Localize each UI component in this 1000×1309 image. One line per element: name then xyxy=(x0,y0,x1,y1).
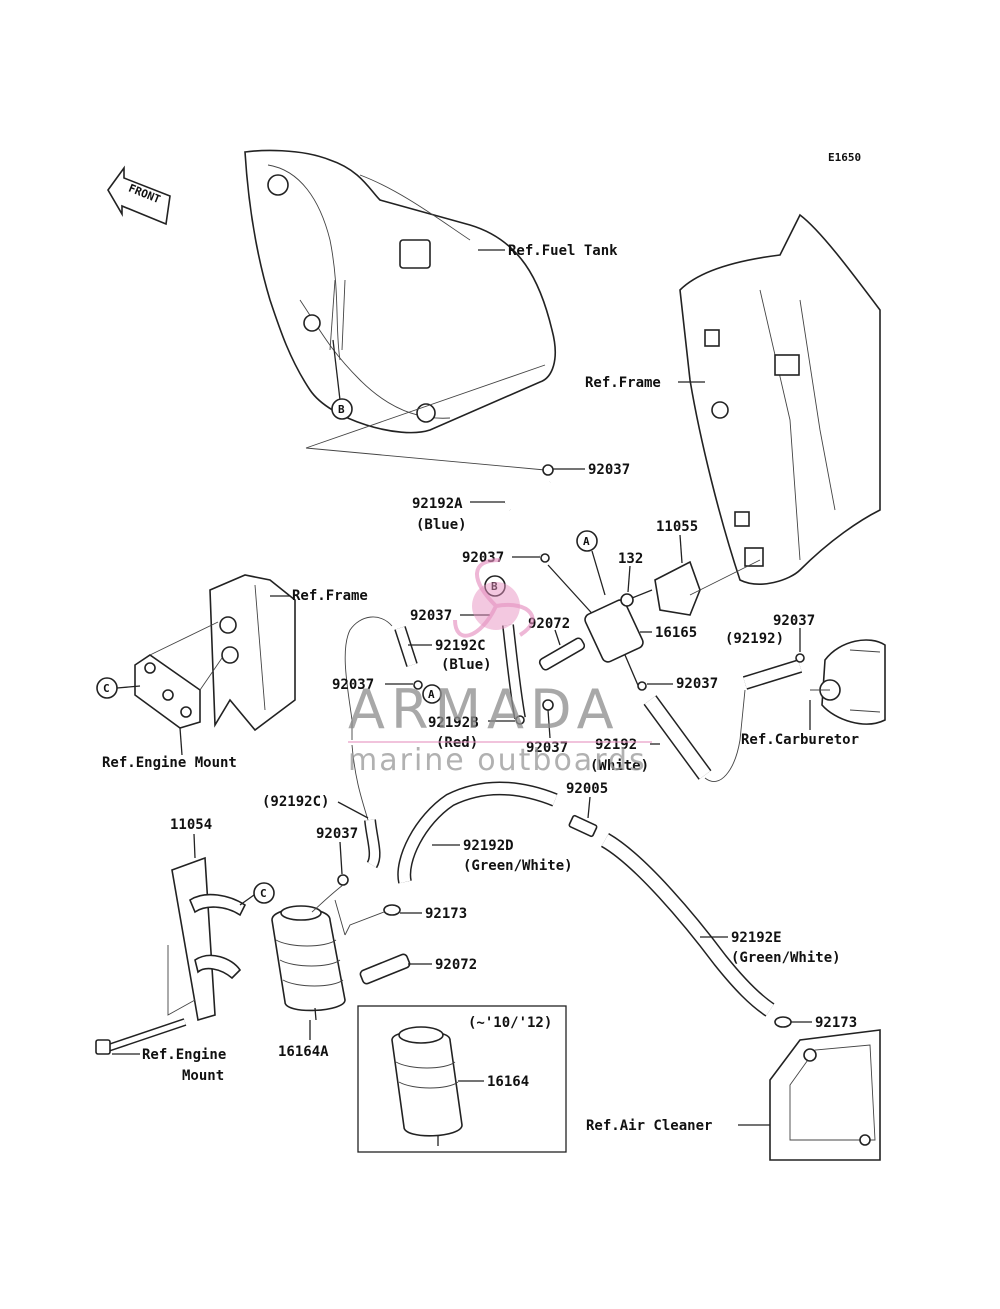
callout-a-mid xyxy=(422,684,442,704)
label-92037-carb: 92037 xyxy=(773,613,815,629)
label-92192c: 92192C xyxy=(435,638,486,654)
fitting-92005 xyxy=(568,814,598,838)
watermark: ARMADA marine outboards xyxy=(348,558,652,778)
label-16165: 16165 xyxy=(655,625,697,641)
label-92072-bottom: 92072 xyxy=(435,957,477,973)
engine-mount-plate xyxy=(134,654,201,729)
label-92192b: 92192B xyxy=(428,715,479,731)
label-92192-paren: (92192) xyxy=(725,631,784,647)
label-92037-top: 92037 xyxy=(588,462,630,478)
bolt-132 xyxy=(620,589,653,607)
label-ref-engine-mount-bottom-2: Mount xyxy=(182,1068,224,1084)
label-92037-can: 92037 xyxy=(316,826,358,842)
svg-text:B: B xyxy=(491,580,498,593)
label-ref-engine-mount-bottom-1: Ref.Engine xyxy=(142,1047,226,1063)
label-92072-top: 92072 xyxy=(528,616,570,632)
label-132: 132 xyxy=(618,551,643,567)
fuel-filter-16165 xyxy=(547,564,644,691)
label-11054: 11054 xyxy=(170,817,212,833)
air-cleaner-drawing xyxy=(769,1029,881,1161)
callout-b-tank xyxy=(331,398,353,420)
label-11055: 11055 xyxy=(656,519,698,535)
fuel-tank-drawing xyxy=(244,149,556,434)
label-92192c-paren: (92192C) xyxy=(262,794,329,810)
label-92192a-color: (Blue) xyxy=(416,517,467,533)
label-ref-engine-mount-top: Ref.Engine Mount xyxy=(102,755,237,771)
bracket-11054 xyxy=(171,856,247,1022)
label-92037-b: 92037 xyxy=(410,608,452,624)
diagram-code: E1650 xyxy=(828,151,861,164)
label-92173-mid: 92173 xyxy=(425,906,467,922)
label-92192e-color: (Green/White) xyxy=(731,950,841,966)
label-92037-red: 92037 xyxy=(526,740,568,756)
label-ref-carburetor: Ref.Carburetor xyxy=(741,732,859,748)
label-ref-frame-left: Ref.Frame xyxy=(292,588,368,604)
label-92192c-color: (Blue) xyxy=(441,657,492,673)
label-92173-bottom: 92173 xyxy=(815,1015,857,1031)
label-92192-white-color: (White) xyxy=(590,758,649,774)
bolt-engine-mount xyxy=(95,1018,187,1055)
label-ref-frame-right: Ref.Frame xyxy=(585,375,661,391)
callout-b-mid xyxy=(484,575,506,597)
label-16164: 16164 xyxy=(487,1074,529,1090)
frame-right-drawing xyxy=(679,213,881,585)
front-arrow-icon: FRONT xyxy=(107,165,171,226)
svg-text:B: B xyxy=(338,403,345,416)
label-16164a: 16164A xyxy=(278,1044,329,1060)
frame-left-drawing xyxy=(209,574,296,732)
label-ref-air-cleaner: Ref.Air Cleaner xyxy=(586,1118,712,1134)
label-92192d-color: (Green/White) xyxy=(463,858,573,874)
callout-c-bottom xyxy=(253,882,275,904)
carburetor-drawing xyxy=(810,639,886,725)
label-92037-left: 92037 xyxy=(332,677,374,693)
inset-note: (~'10/'12) xyxy=(468,1015,552,1031)
band-92072-top xyxy=(538,637,586,671)
label-92192a: 92192A xyxy=(412,496,463,512)
label-92037-right: 92037 xyxy=(676,676,718,692)
label-92005: 92005 xyxy=(566,781,608,797)
svg-text:C: C xyxy=(260,887,267,900)
watermark-brand: ARMADA xyxy=(348,678,620,741)
svg-text:A: A xyxy=(428,688,435,701)
label-92192d: 92192D xyxy=(463,838,514,854)
svg-text:C: C xyxy=(103,682,110,695)
watermark-tagline: marine outboards xyxy=(348,743,647,778)
svg-text:A: A xyxy=(583,535,590,548)
band-92072-bottom xyxy=(359,953,411,985)
label-92192e: 92192E xyxy=(731,930,782,946)
callout-a-top xyxy=(576,530,598,552)
canister-16164a xyxy=(271,905,346,1021)
bracket-11055 xyxy=(654,559,761,616)
label-ref-fuel-tank: Ref.Fuel Tank xyxy=(508,243,618,259)
canister-16164 xyxy=(391,1026,463,1146)
inset-box xyxy=(357,1005,567,1153)
